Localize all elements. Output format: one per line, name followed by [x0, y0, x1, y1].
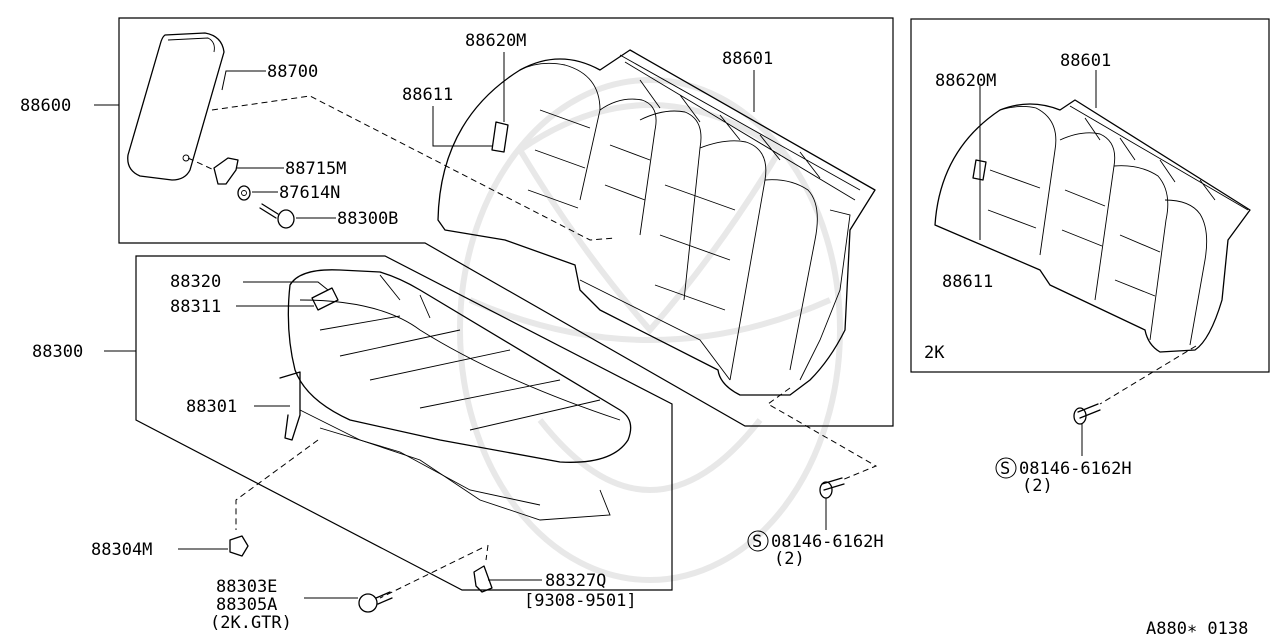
watermark-logo: [457, 77, 843, 583]
headrest-drawing: [127, 32, 225, 181]
label-88611-variant: 88611: [942, 272, 993, 292]
label-bolt-main: 08146-6162H: [771, 532, 884, 552]
label-bolt-variant-qty: (2): [1022, 476, 1053, 496]
dashed-guide-headrest-bracket: [187, 157, 215, 171]
label-88715M: 88715M: [285, 159, 346, 179]
clip-87614N-drawing: [237, 185, 251, 201]
symbol-circle-main: [747, 530, 769, 552]
label-2k-tag: 2K: [924, 343, 945, 363]
variant-panel-frame: [910, 18, 1270, 373]
label-88327Q: 88327Q: [545, 571, 606, 591]
label-88301: 88301: [186, 397, 237, 417]
bolt-08146-variant-drawing: [1073, 403, 1101, 425]
bolt-08146-main-drawing: [819, 477, 845, 499]
seat-cushion-drawing: [287, 269, 632, 521]
label-88601-main: 88601: [722, 49, 773, 69]
lower-panel-frame: [135, 255, 673, 591]
bolt-88300B-drawing: [259, 203, 295, 229]
label-88600: 88600: [20, 96, 71, 116]
seat-back-drawing: [437, 49, 876, 396]
symbol-s-variant: S: [1000, 459, 1010, 479]
label-bolt-main-qty: (2): [774, 549, 805, 569]
label-88700: 88700: [267, 62, 318, 82]
hook-88327Q-drawing: [473, 565, 493, 593]
label-88300B: 88300B: [337, 209, 398, 229]
dashed-guide-variant-bolt: [1099, 345, 1197, 405]
variant-seat-back-drawing: [934, 99, 1251, 353]
label-88320: 88320: [170, 272, 221, 292]
upper-panel-frame: [118, 17, 894, 427]
dashed-guide-back-bolt: [767, 387, 878, 481]
label-88311: 88311: [170, 297, 221, 317]
label-87614N: 87614N: [279, 183, 340, 203]
label-88305A: 88305A: [216, 595, 277, 615]
leader-lines: [94, 52, 1097, 599]
label-88304M: 88304M: [91, 540, 152, 560]
label-88300: 88300: [32, 342, 83, 362]
symbol-circle-variant: [995, 457, 1017, 479]
label-2k-gtr: (2K.GTR): [210, 613, 292, 633]
label-88620M-variant: 88620M: [935, 71, 996, 91]
reference-code: A880∗ 0138: [1146, 619, 1248, 638]
dashed-guide-cushion-clip: [235, 439, 319, 530]
label-88303E: 88303E: [216, 577, 277, 597]
label-9308-9501: [9308-9501]: [524, 591, 637, 611]
label-88601-variant: 88601: [1060, 51, 1111, 71]
frame-88301-drawing: [279, 371, 301, 441]
clip-88304M-drawing: [229, 535, 249, 557]
label-bolt-variant: 08146-6162H: [1019, 459, 1132, 479]
label-88620M-main: 88620M: [465, 31, 526, 51]
bracket-88715M-drawing: [213, 157, 239, 185]
bolt-88303E-drawing: [358, 591, 393, 613]
dashed-guide-cushion-bolt: [379, 544, 489, 599]
symbol-s-main: S: [752, 532, 762, 552]
label-88611-main: 88611: [402, 85, 453, 105]
